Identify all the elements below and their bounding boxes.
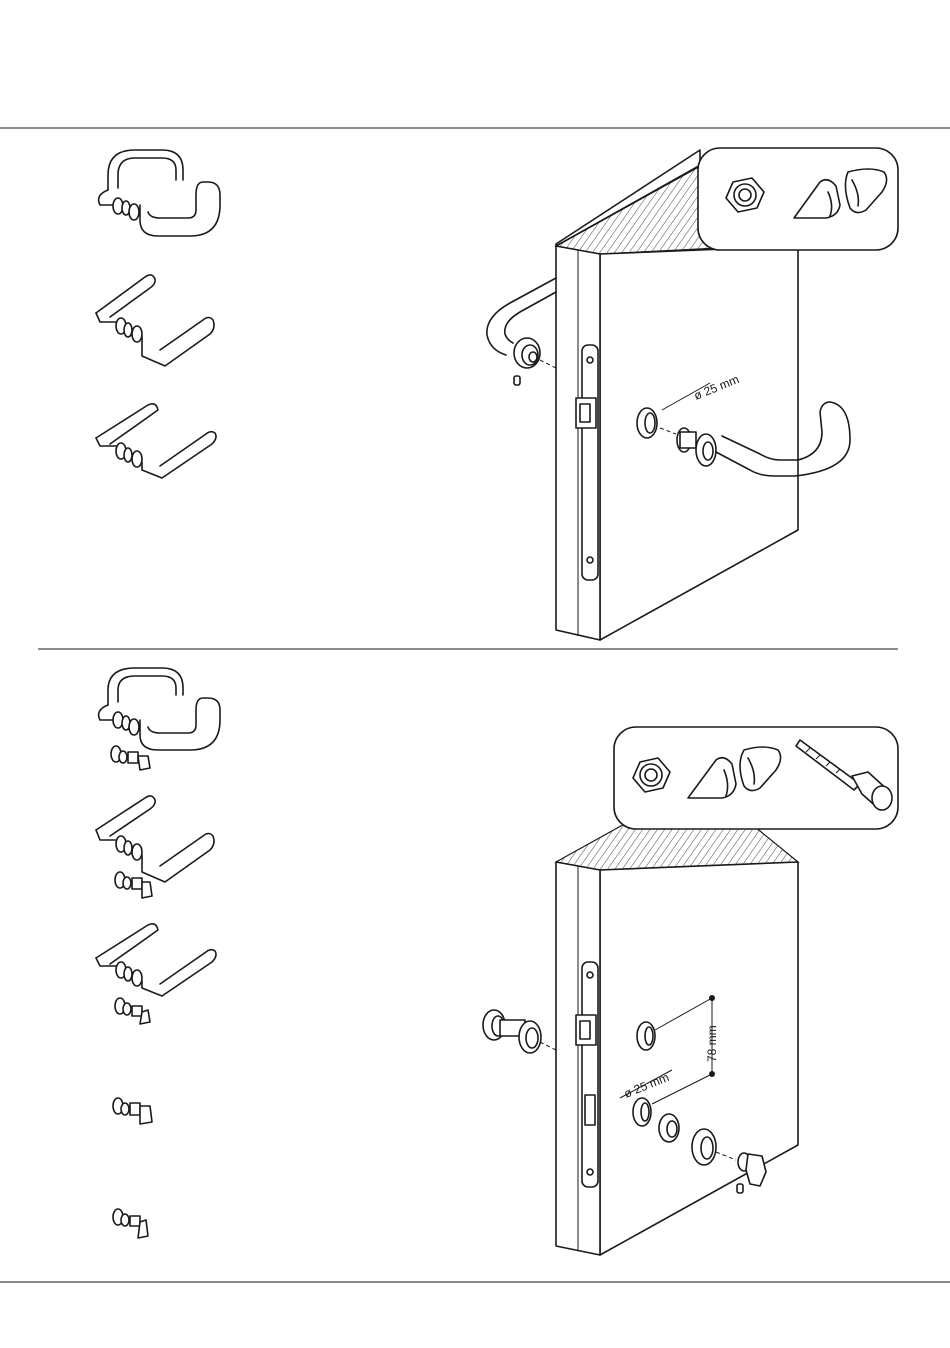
rose-bottom-back: [483, 1010, 556, 1053]
screw-icon: [737, 1184, 743, 1193]
handle-option-l-shaped-with-thumbturn: [96, 796, 214, 898]
thumbturn-single-option: [113, 1098, 152, 1124]
thumbturn-icon: [115, 872, 152, 898]
thumbturn-icon: [115, 998, 150, 1024]
thumbturn-icon: [738, 1153, 766, 1186]
handle-top-back: [487, 278, 556, 385]
handle-option-flat-lever-with-thumbturn: [96, 924, 216, 1024]
thumbturn-icon: [111, 746, 150, 770]
hardware-callout-top: [698, 148, 898, 250]
handle-option-l-shaped: [96, 275, 214, 366]
spacing-label: 78 mm: [705, 1025, 719, 1062]
handle-option-u-shaped: [99, 150, 220, 236]
handle-option-u-shaped-with-thumbturn: [99, 668, 220, 770]
screw-icon: [514, 376, 520, 385]
lock-faceplate: [582, 345, 598, 580]
hardware-callout-bottom: [614, 727, 898, 829]
handle-option-flat-lever: [96, 404, 216, 478]
lock-faceplate: [582, 962, 598, 1187]
thumbturn-emergency-option: [113, 1209, 148, 1238]
